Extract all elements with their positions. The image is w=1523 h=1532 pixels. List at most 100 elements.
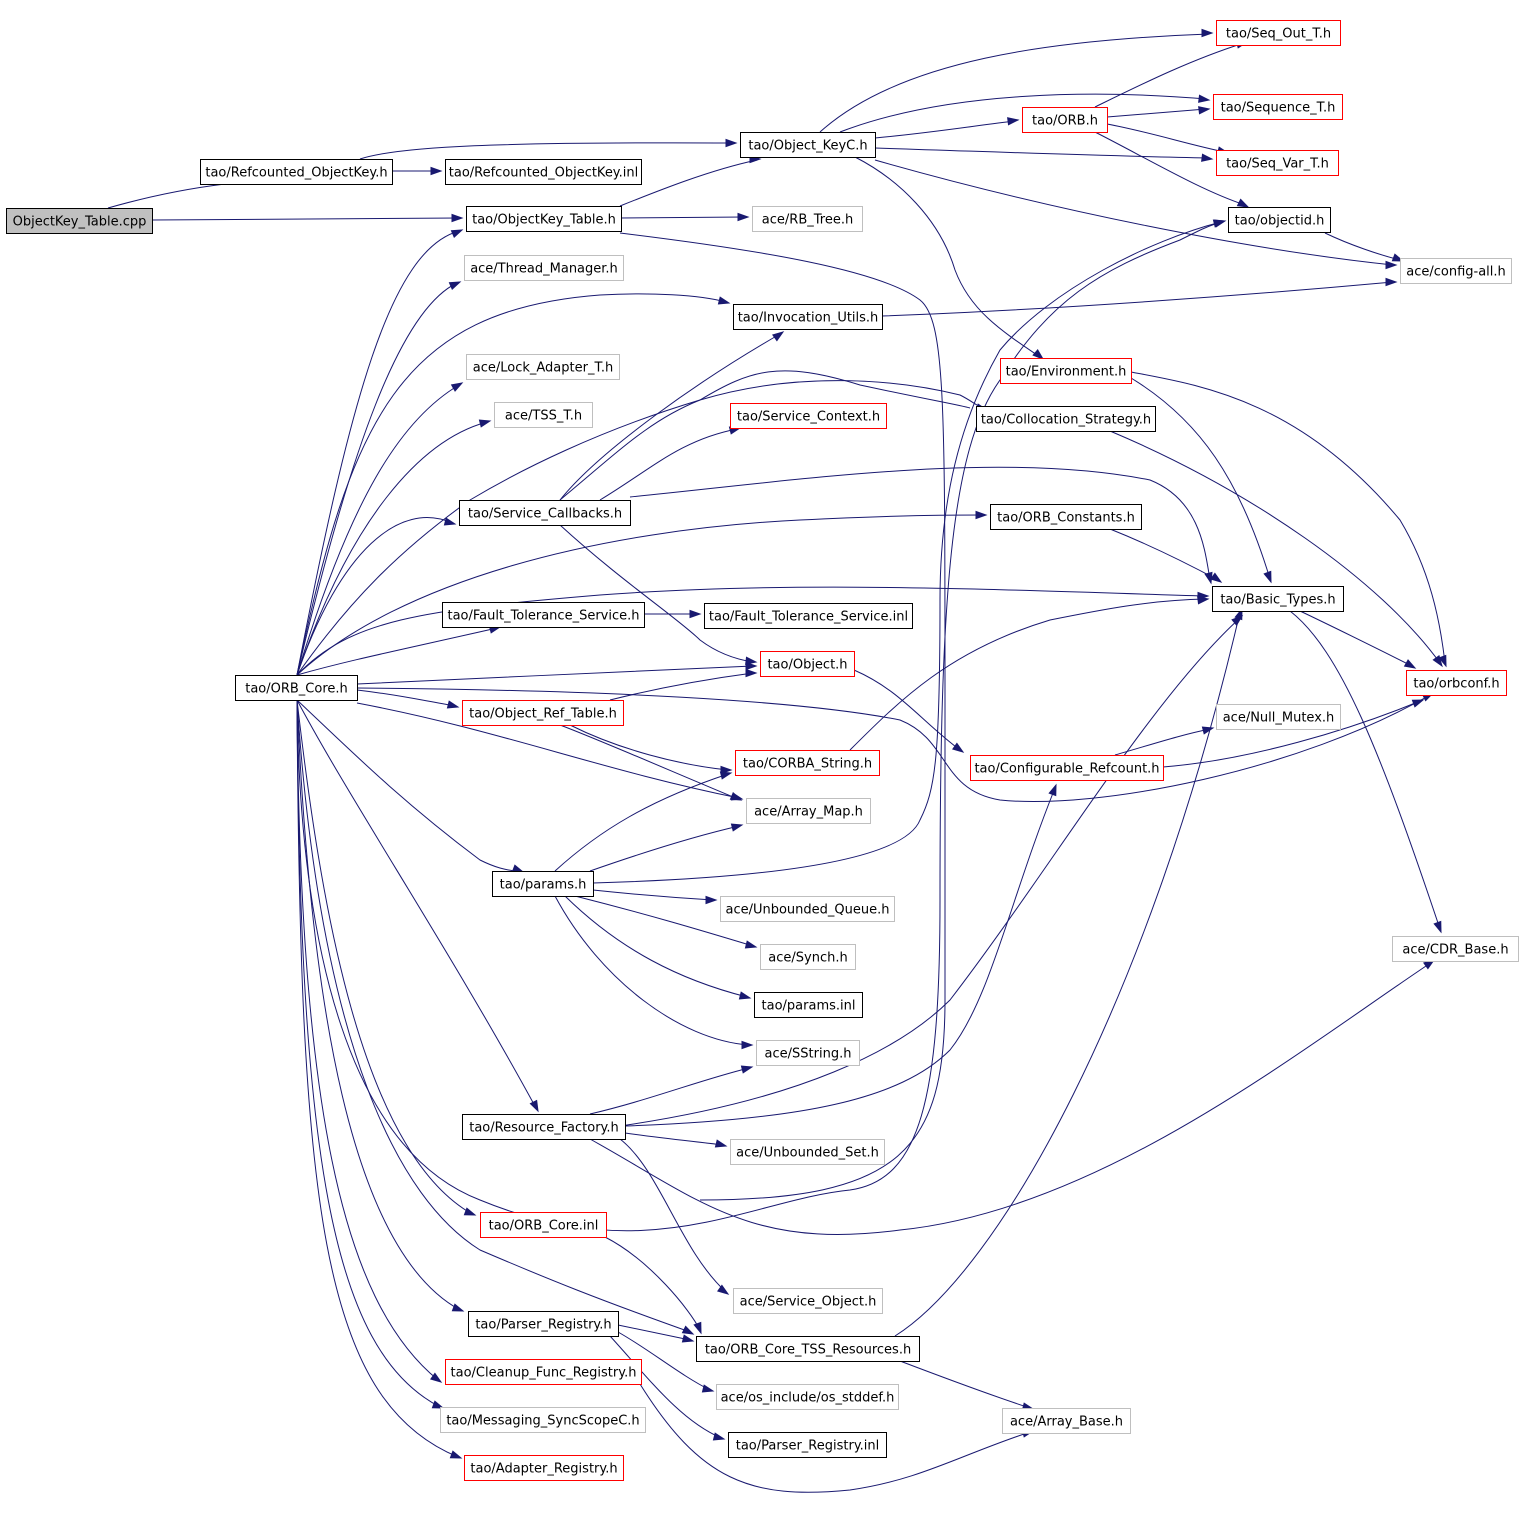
node-box [754,992,863,1018]
node-object-h[interactable]: tao/Object.h [760,651,855,677]
node-label: tao/Adapter_Registry.h [470,1462,617,1477]
node-null-mutex[interactable]: ace/Null_Mutex.h [1216,704,1341,730]
edge-arrowhead-27 [450,229,464,239]
node-sequence-t[interactable]: tao/Sequence_T.h [1213,94,1343,120]
node-array-map[interactable]: ace/Array_Map.h [746,798,871,824]
edge-arrowhead-20 [1263,570,1272,584]
node-service-object[interactable]: ace/Service_Object.h [733,1288,883,1314]
node-tss-t[interactable]: ace/TSS_T.h [494,402,593,428]
edge-30 [296,384,460,676]
node-label: tao/params.inl [762,999,856,1014]
edge-arrowhead-52 [772,331,785,342]
node-params-inl[interactable]: tao/params.inl [754,992,863,1018]
node-box [730,1139,885,1165]
edge-75 [617,1324,691,1341]
node-service-callbacks[interactable]: tao/Service_Callbacks.h [459,500,631,526]
node-fault-tol-inl[interactable]: tao/Fault_Tolerance_Service.inl [704,603,913,629]
edge-arrowhead-38 [446,700,460,709]
node-resource-factory[interactable]: tao/Resource_Factory.h [462,1114,626,1140]
node-messaging-sync[interactable]: tao/Messaging_SyncScopeC.h [440,1407,646,1433]
node-box [1022,107,1108,133]
edge-arrowhead-5 [737,212,750,222]
node-cdr-base[interactable]: ace/CDR_Base.h [1392,936,1519,962]
node-sstring[interactable]: ace/SString.h [756,1040,860,1066]
node-synch[interactable]: ace/Synch.h [760,944,856,970]
edge-44 [296,699,439,1381]
node-corba-string[interactable]: tao/CORBA_String.h [735,750,880,776]
node-objkey-table[interactable]: tao/ObjectKey_Table.h [466,206,622,232]
node-box [756,1040,860,1066]
edge-60 [849,598,1206,751]
node-box [492,871,594,897]
node-config-all[interactable]: ace/config-all.h [1400,258,1512,284]
edge-10 [874,147,1210,159]
node-orb-core[interactable]: tao/ORB_Core.h [235,675,358,701]
edge-arrowhead-34 [975,510,988,520]
node-box [445,159,642,185]
node-params-h[interactable]: tao/params.h [492,871,594,897]
edge-79 [894,611,1241,1337]
node-cleanup-func[interactable]: tao/Cleanup_Func_Registry.h [445,1359,642,1385]
edge-12 [854,156,1041,358]
edge-arrowhead-70 [714,1139,728,1148]
node-label: ace/Synch.h [768,951,847,966]
node-unbounded-set[interactable]: ace/Unbounded_Set.h [730,1139,885,1165]
node-object-ref-table[interactable]: tao/Object_Ref_Table.h [462,700,624,726]
node-parser-registry[interactable]: tao/Parser_Registry.h [468,1311,619,1337]
node-box [1000,358,1132,384]
node-orb-h[interactable]: tao/ORB.h [1022,107,1108,133]
node-orb-core-inl[interactable]: tao/ORB_Core.inl [480,1212,607,1238]
node-service-context[interactable]: tao/Service_Context.h [730,403,887,429]
node-label: ace/SString.h [765,1047,852,1062]
node-objkeyc[interactable]: tao/Object_KeyC.h [740,132,876,158]
node-unbounded-queue[interactable]: ace/Unbounded_Queue.h [720,896,895,922]
node-orbconf[interactable]: tao/orbconf.h [1406,670,1507,696]
node-label: tao/Fault_Tolerance_Service.h [447,609,639,624]
node-box [445,1359,642,1385]
node-label: tao/objectid.h [1235,214,1325,229]
node-label: tao/CORBA_String.h [743,757,872,772]
node-box [462,1114,626,1140]
node-fault-tol-h[interactable]: tao/Fault_Tolerance_Service.h [442,602,645,628]
node-basic-types[interactable]: tao/Basic_Types.h [1212,586,1344,612]
node-box [735,750,880,776]
edge-7 [819,33,1210,133]
node-seq-var[interactable]: tao/Seq_Var_T.h [1216,150,1339,176]
node-environment[interactable]: tao/Environment.h [1000,358,1132,384]
node-box [440,1407,646,1433]
edge-arrowhead-62 [730,823,744,832]
node-label: tao/Basic_Types.h [1220,593,1335,608]
edge-40 [296,699,521,873]
node-parser-registry-inl[interactable]: tao/Parser_Registry.inl [728,1432,887,1458]
edge-8 [839,93,1207,133]
node-seq-out[interactable]: tao/Seq_Out_T.h [1216,20,1341,46]
edge-arrowhead-63 [1212,219,1226,228]
node-refcounted-h[interactable]: tao/Refcounted_ObjectKey.h [200,159,393,185]
node-configurable-refcount[interactable]: tao/Configurable_Refcount.h [970,755,1164,781]
edge-arrowhead-45 [431,1400,445,1409]
edge-46 [296,699,459,1458]
node-root[interactable]: ObjectKey_Table.cpp [6,208,153,234]
node-label: tao/Parser_Registry.inl [736,1439,880,1454]
edge-48 [296,699,691,1333]
node-rb-tree[interactable]: ace/RB_Tree.h [752,206,863,232]
node-orb-constants[interactable]: tao/ORB_Constants.h [990,504,1142,530]
node-os-stddef[interactable]: ace/os_include/os_stddef.h [716,1384,899,1410]
node-array-base[interactable]: ace/Array_Base.h [1002,1408,1131,1434]
node-adapter-registry[interactable]: tao/Adapter_Registry.h [464,1455,624,1481]
node-objectid[interactable]: tao/objectid.h [1228,207,1331,233]
node-box [442,602,645,628]
node-invocation-utils[interactable]: tao/Invocation_Utils.h [733,304,883,330]
node-box [716,1384,899,1410]
node-collocation[interactable]: tao/Collocation_Strategy.h [976,406,1156,432]
edge-arrowhead-48 [681,1325,695,1335]
node-box [696,1336,920,1362]
edge-77 [609,1335,722,1439]
node-orb-core-tss[interactable]: tao/ORB_Core_TSS_Resources.h [696,1336,920,1362]
node-thread-mgr[interactable]: ace/Thread_Manager.h [464,255,624,281]
node-label: ace/Service_Object.h [740,1295,877,1310]
node-refcounted-inl[interactable]: tao/Refcounted_ObjectKey.inl [445,159,642,185]
node-label: tao/Refcounted_ObjectKey.inl [449,166,639,181]
node-lock-adapter[interactable]: ace/Lock_Adapter_T.h [466,354,620,380]
